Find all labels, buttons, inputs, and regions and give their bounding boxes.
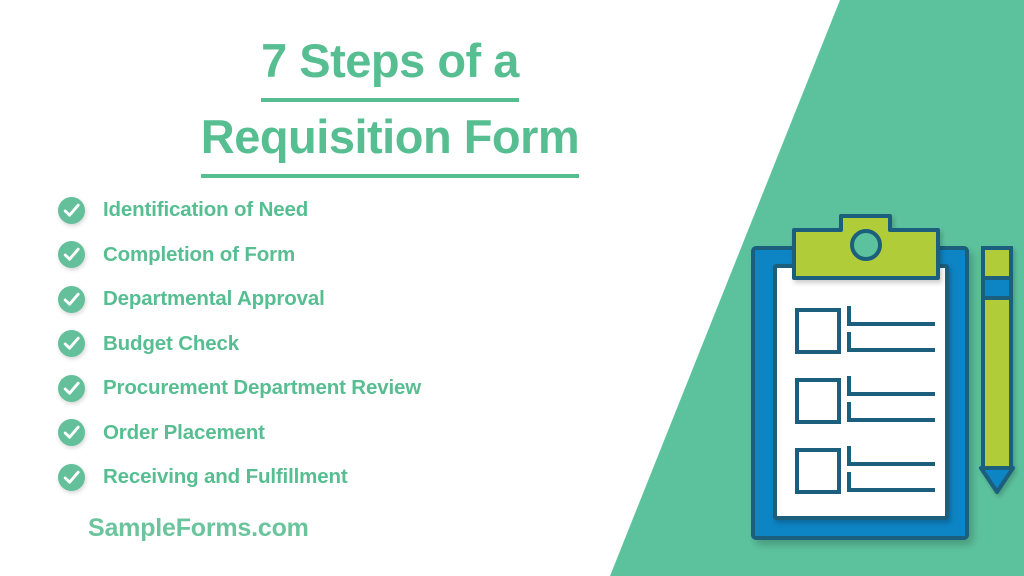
list-item: Departmental Approval [58,277,421,322]
list-item-label: Procurement Department Review [103,376,422,400]
check-circle-icon [58,241,85,269]
page-title-line-1-text: 7 Steps of a [261,26,519,102]
list-item: Budget Check [58,322,421,367]
list-item: Completion of Form [58,233,421,278]
check-circle-icon [58,330,85,358]
list-item: Receiving and Fulfillment [58,455,421,500]
list-item-label: Departmental Approval [103,287,325,311]
page-title-line-2-text: Requisition Form [200,102,580,178]
list-item: Procurement Department Review [58,366,421,411]
site-credit: SampleForms.com [88,514,309,542]
page-title: 7 Steps of a Requisition Form [60,26,720,178]
page-title-line-1: 7 Steps of a [60,26,720,102]
check-circle-icon [58,419,85,447]
form-row-1 [795,306,935,354]
list-item-label: Identification of Need [103,198,309,222]
steps-checklist: Identification of Need Completion of For… [58,188,421,500]
list-item: Order Placement [58,411,421,456]
check-circle-icon [58,285,85,313]
list-item-label: Receiving and Fulfillment [103,465,348,489]
form-row-2 [795,376,935,424]
list-item: Identification of Need [58,188,421,233]
list-item-label: Order Placement [103,420,265,444]
clipboard-with-pencil-illustration [735,200,1024,560]
check-circle-icon [58,463,85,491]
check-circle-icon [58,196,85,224]
pencil [979,246,1015,494]
check-circle-icon [58,374,85,402]
list-item-label: Completion of Form [103,242,296,266]
clipboard-clip [792,214,940,280]
form-row-3 [795,446,935,494]
list-item-label: Budget Check [103,331,240,355]
page-title-line-2: Requisition Form [60,102,720,178]
